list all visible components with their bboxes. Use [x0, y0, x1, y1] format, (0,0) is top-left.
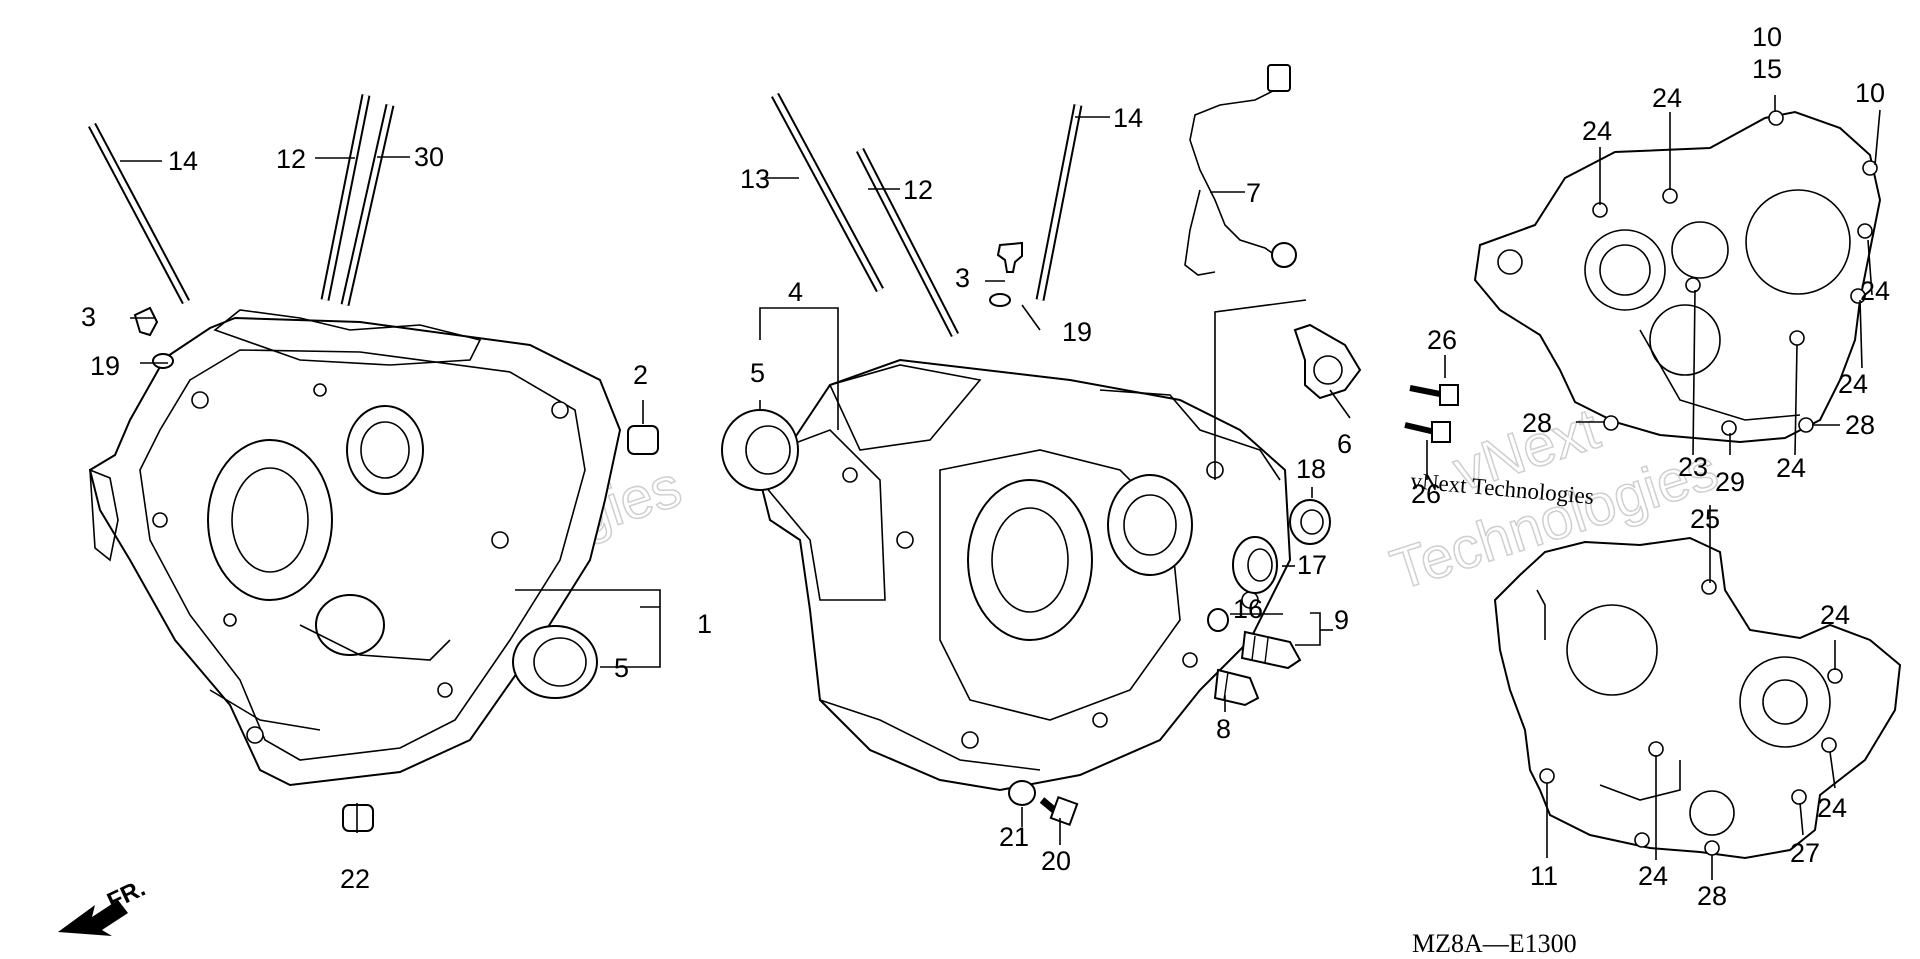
callout-16: 16	[1233, 594, 1263, 624]
callout-26-top: 26	[1427, 325, 1457, 355]
callout-24-e: 24	[1776, 453, 1806, 483]
callout-18: 18	[1296, 454, 1326, 484]
callout-13: 13	[740, 164, 770, 194]
callout-19-center: 19	[1062, 317, 1092, 347]
left-crankcase-half	[88, 309, 622, 787]
oil-seal-5-center	[721, 409, 799, 491]
dowel-pin-3-left	[133, 306, 159, 337]
callout-3-left: 3	[81, 302, 96, 332]
callout-24-h: 24	[1638, 861, 1668, 891]
bearing-5-left	[512, 625, 598, 699]
o-ring-19-center	[989, 293, 1011, 307]
front-direction-arrow: FR.	[58, 875, 150, 936]
callout-30: 30	[414, 142, 444, 172]
callout-6: 6	[1337, 429, 1352, 459]
callout-28-bottom: 28	[1697, 881, 1727, 911]
stud-12-left	[320, 94, 371, 301]
bracket-6	[1293, 323, 1362, 400]
dowel-pin-22	[342, 804, 374, 832]
washer-16	[1207, 608, 1229, 632]
callout-24-c: 24	[1860, 276, 1890, 306]
stud-12-center	[855, 147, 960, 338]
callout-7: 7	[1246, 178, 1261, 208]
callout-24-g: 24	[1817, 793, 1847, 823]
callout-5-center: 5	[750, 358, 765, 388]
callout-29: 29	[1715, 467, 1745, 497]
callout-14-left: 14	[168, 146, 198, 176]
stud-13	[771, 92, 884, 293]
callout-1: 1	[697, 609, 712, 639]
dowel-pin-3-center	[996, 241, 1023, 273]
callout-2: 2	[633, 360, 648, 390]
switch-8	[1213, 668, 1260, 707]
callout-19-left: 19	[90, 351, 120, 381]
bolt-26-upper	[1409, 384, 1459, 406]
diagram-part-code: MZ8A—E1300	[1412, 929, 1577, 958]
callout-24-a: 24	[1582, 116, 1612, 146]
stud-30-left	[340, 104, 395, 306]
callout-9: 9	[1334, 605, 1349, 635]
callout-24-b: 24	[1652, 83, 1682, 113]
sensor-9	[1240, 630, 1302, 670]
callout-labels: 1 2 3 3 4 5 5 6 7 8 9 10 10 11 12 12 13 …	[81, 22, 1890, 911]
callout-26-bottom: 26	[1411, 479, 1441, 509]
dowel-pin-2	[627, 425, 659, 455]
o-ring-19-left	[152, 353, 174, 369]
callout-27: 27	[1790, 838, 1820, 868]
callout-24-d: 24	[1838, 369, 1868, 399]
callout-15: 15	[1752, 54, 1782, 84]
callout-25: 25	[1690, 504, 1720, 534]
callout-4: 4	[788, 277, 803, 307]
callout-14-center: 14	[1113, 103, 1143, 133]
stud-14-left	[88, 122, 190, 305]
gasket-lower	[1493, 536, 1902, 860]
gasket-upper	[1473, 110, 1882, 444]
callout-12-center: 12	[903, 175, 933, 205]
callout-23: 23	[1678, 452, 1708, 482]
stud-14-center	[1035, 104, 1083, 301]
callout-12-left: 12	[276, 144, 306, 174]
oil-seal-17	[1232, 536, 1278, 594]
right-crankcase-half	[758, 358, 1292, 792]
washer-21	[1008, 780, 1036, 806]
bolt-26-lower	[1404, 421, 1451, 443]
callout-5-left: 5	[614, 653, 629, 683]
bearing-18	[1289, 499, 1331, 545]
sensor-harness-7	[1184, 64, 1297, 276]
leader-lines	[120, 95, 1881, 880]
callout-8: 8	[1216, 714, 1231, 744]
callout-24-f: 24	[1820, 600, 1850, 630]
callout-17: 17	[1297, 550, 1327, 580]
callout-3-center: 3	[955, 263, 970, 293]
callout-10-top: 10	[1752, 22, 1782, 52]
callout-21: 21	[999, 822, 1029, 852]
callout-20: 20	[1041, 846, 1071, 876]
callout-28-right: 28	[1845, 410, 1875, 440]
callout-22: 22	[340, 864, 370, 894]
callout-10-right: 10	[1855, 78, 1885, 108]
callout-11: 11	[1530, 861, 1558, 891]
callout-28-left: 28	[1522, 408, 1552, 438]
